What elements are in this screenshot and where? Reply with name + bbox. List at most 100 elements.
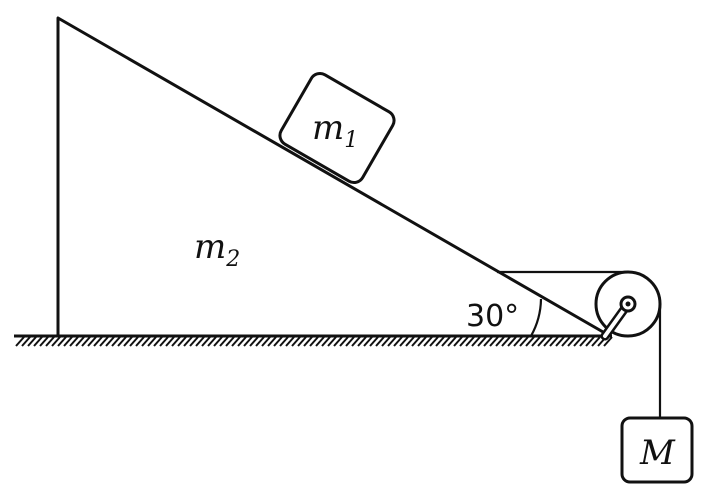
hatch-line (261, 336, 271, 347)
hatch-line (33, 336, 43, 347)
hatch-line (549, 336, 559, 347)
wedge (56, 16, 612, 338)
hatch-line (81, 336, 91, 347)
hatch-line (303, 336, 313, 347)
wedge-label: m2 (194, 227, 240, 272)
hatch-line (141, 336, 151, 347)
hatch-line (423, 336, 433, 347)
hatch-line (189, 336, 199, 347)
angle-arc (530, 298, 543, 337)
hatch-line (93, 336, 103, 347)
hatch-line (411, 336, 421, 347)
hanging-mass (620, 416, 694, 484)
hanging-mass-label: M (639, 433, 676, 473)
hatch-line (147, 336, 157, 347)
hatch-line (489, 336, 499, 347)
hatch-line (585, 336, 595, 347)
hatch-line (129, 336, 139, 347)
hatch-line (351, 336, 361, 347)
hatch-line (381, 336, 391, 347)
hatch-line (297, 336, 307, 347)
hatch-line (483, 336, 493, 347)
hatch-line (513, 336, 523, 347)
hatch-line (375, 336, 385, 347)
hatch-line (471, 336, 481, 347)
hatch-line (105, 336, 115, 347)
hatch-line (279, 336, 289, 347)
hatch-line (567, 336, 577, 347)
hatch-line (21, 336, 31, 347)
hatch-line (315, 336, 325, 347)
hatch-line (369, 336, 379, 347)
hatch-line (27, 336, 37, 347)
hatch-line (219, 336, 229, 347)
pulley (594, 270, 662, 341)
hatch-line (183, 336, 193, 347)
hatch-line (309, 336, 319, 347)
hatch-line (543, 336, 553, 347)
hatch-line (201, 336, 211, 347)
hatch-line (417, 336, 427, 347)
hatch-line (363, 336, 373, 347)
hatch-line (531, 336, 541, 347)
hatch-line (225, 336, 235, 347)
hatch-line (555, 336, 565, 347)
hatch-line (405, 336, 415, 347)
hatch-line (429, 336, 439, 347)
hatch-line (501, 336, 511, 347)
hatch-line (273, 336, 283, 347)
hatch-line (267, 336, 277, 347)
hatch-line (69, 336, 79, 347)
hatch-line (15, 336, 25, 347)
hatch-line (339, 336, 349, 347)
block-m1 (278, 72, 396, 184)
hatch-line (45, 336, 55, 347)
hatch-line (399, 336, 409, 347)
hatch-line (123, 336, 133, 347)
hatch-line (459, 336, 469, 347)
hatch-line (171, 336, 181, 347)
hatch-line (345, 336, 355, 347)
hatch-line (243, 336, 253, 347)
hatch-line (495, 336, 505, 347)
hatch-line (327, 336, 337, 347)
hatch-line (435, 336, 445, 347)
hatch-line (255, 336, 265, 347)
hatch-line (321, 336, 331, 347)
hatch-line (57, 336, 67, 347)
hatch-line (561, 336, 571, 347)
hatch-line (537, 336, 547, 347)
hatch-line (153, 336, 163, 347)
angle-label: 30° (466, 299, 519, 334)
hatch-line (207, 336, 217, 347)
hatch-line (75, 336, 85, 347)
hatch-line (393, 336, 403, 347)
hatch-line (603, 336, 613, 347)
hatch-line (579, 336, 589, 347)
hatch-line (195, 336, 205, 347)
hatch-line (213, 336, 223, 347)
hatch-line (465, 336, 475, 347)
hatch-line (357, 336, 367, 347)
hatch-line (87, 336, 97, 347)
hatch-line (51, 336, 61, 347)
hatch-line (117, 336, 127, 347)
hatch-line (135, 336, 145, 347)
hatch-line (111, 336, 121, 347)
hatch-line (291, 336, 301, 347)
hatch-line (441, 336, 451, 347)
hatch-line (573, 336, 583, 347)
hatch-line (99, 336, 109, 347)
hatch-line (285, 336, 295, 347)
hatch-line (249, 336, 259, 347)
hatch-line (591, 336, 601, 347)
hatch-line (39, 336, 49, 347)
hatch-line (507, 336, 517, 347)
hatch-line (387, 336, 397, 347)
hatch-line (525, 336, 535, 347)
hatch-line (477, 336, 487, 347)
hatch-line (177, 336, 187, 347)
hatch-line (231, 336, 241, 347)
hatch-line (519, 336, 529, 347)
